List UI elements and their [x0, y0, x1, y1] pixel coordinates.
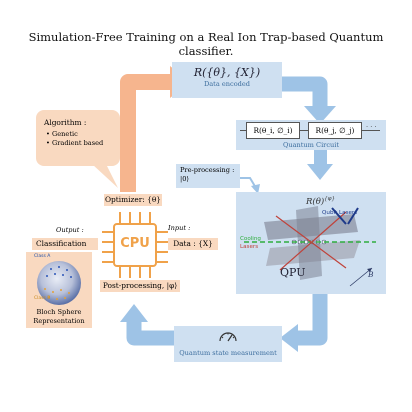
- data-encoded-label: Data encoded: [203, 80, 251, 88]
- qpu-gate-sup: {φ}: [324, 196, 336, 202]
- data-input-box: Data : {X}: [168, 238, 218, 250]
- measurement-label: Quantum state measurement: [179, 349, 277, 357]
- cooling-label: Cooling: [240, 236, 261, 242]
- circuit-to-qpu-arrowhead: [307, 164, 333, 180]
- data-encoded-box: R({θ}, {X}) Data encoded: [172, 62, 282, 98]
- classification-box: Classification: [32, 238, 98, 250]
- gate-2: R(θ_j, ∅_j): [308, 122, 362, 139]
- algorithm-item-gradient: Gradient based: [46, 139, 120, 147]
- bloch-caption-1: Bloch Sphere: [36, 308, 82, 316]
- qpu-to-measurement-arrow: [296, 294, 328, 346]
- lasers-label: Lasers: [240, 244, 259, 250]
- qpu-label: QPU: [280, 266, 306, 279]
- cpu-chip-icon: [102, 212, 168, 278]
- qpu-gate: R(θ): [306, 196, 325, 207]
- qpu-gate-label: R(θ){φ}: [306, 196, 335, 207]
- bloch-sphere-panel: Class A Class B Bloch Sphere Representat…: [26, 252, 92, 328]
- algorithm-title: Algorithm :: [44, 118, 87, 127]
- input-label: Input :: [168, 224, 191, 232]
- preprocessing-label: Pre-processing :: [180, 166, 235, 174]
- optimizer-box: Optimizer: {θ}: [104, 194, 162, 206]
- preprocessing-value: |0⟩: [180, 175, 189, 183]
- b-field-label: B: [368, 270, 374, 279]
- bloch-caption-2: Representation: [33, 317, 85, 325]
- bloch-class-a: Class A: [34, 254, 51, 259]
- measurement-to-cpu-arrow: [126, 320, 176, 346]
- gate-1: R(θ_i, ∅_i): [246, 122, 300, 139]
- quantum-circuit-box: R(θ_i, ∅_i) R(θ_j, ∅_j) · · · Quantum Ci…: [236, 120, 386, 150]
- data-encoded-formula: R({θ}, {X}): [193, 66, 261, 79]
- qubit-lasers-label: Qubit Lasers: [322, 210, 358, 216]
- measurement-box: Quantum state measurement: [174, 326, 282, 362]
- postprocessing-box: Post-processing, |φ⟩: [100, 280, 180, 292]
- cpu-label: CPU: [120, 236, 150, 251]
- encoding-to-circuit-arrow: [278, 76, 328, 108]
- bloch-sphere-icon: [37, 261, 81, 305]
- ion-trap-illustration: [244, 206, 376, 287]
- preprocessing-box: Pre-processing : |0⟩: [176, 164, 240, 188]
- optimizer-to-encoding-arrow: [120, 74, 172, 192]
- quantum-circuit-label: Quantum Circuit: [282, 141, 340, 149]
- diagram-title: Simulation-Free Training on a Real Ion T…: [28, 30, 384, 58]
- algorithm-item-genetic: Genetic: [46, 130, 120, 138]
- gauge-icon: [219, 332, 237, 342]
- algorithm-callout: Algorithm : Genetic Gradient based: [36, 110, 120, 166]
- output-label: Output :: [56, 226, 84, 234]
- bloch-class-b: Class B: [34, 296, 51, 301]
